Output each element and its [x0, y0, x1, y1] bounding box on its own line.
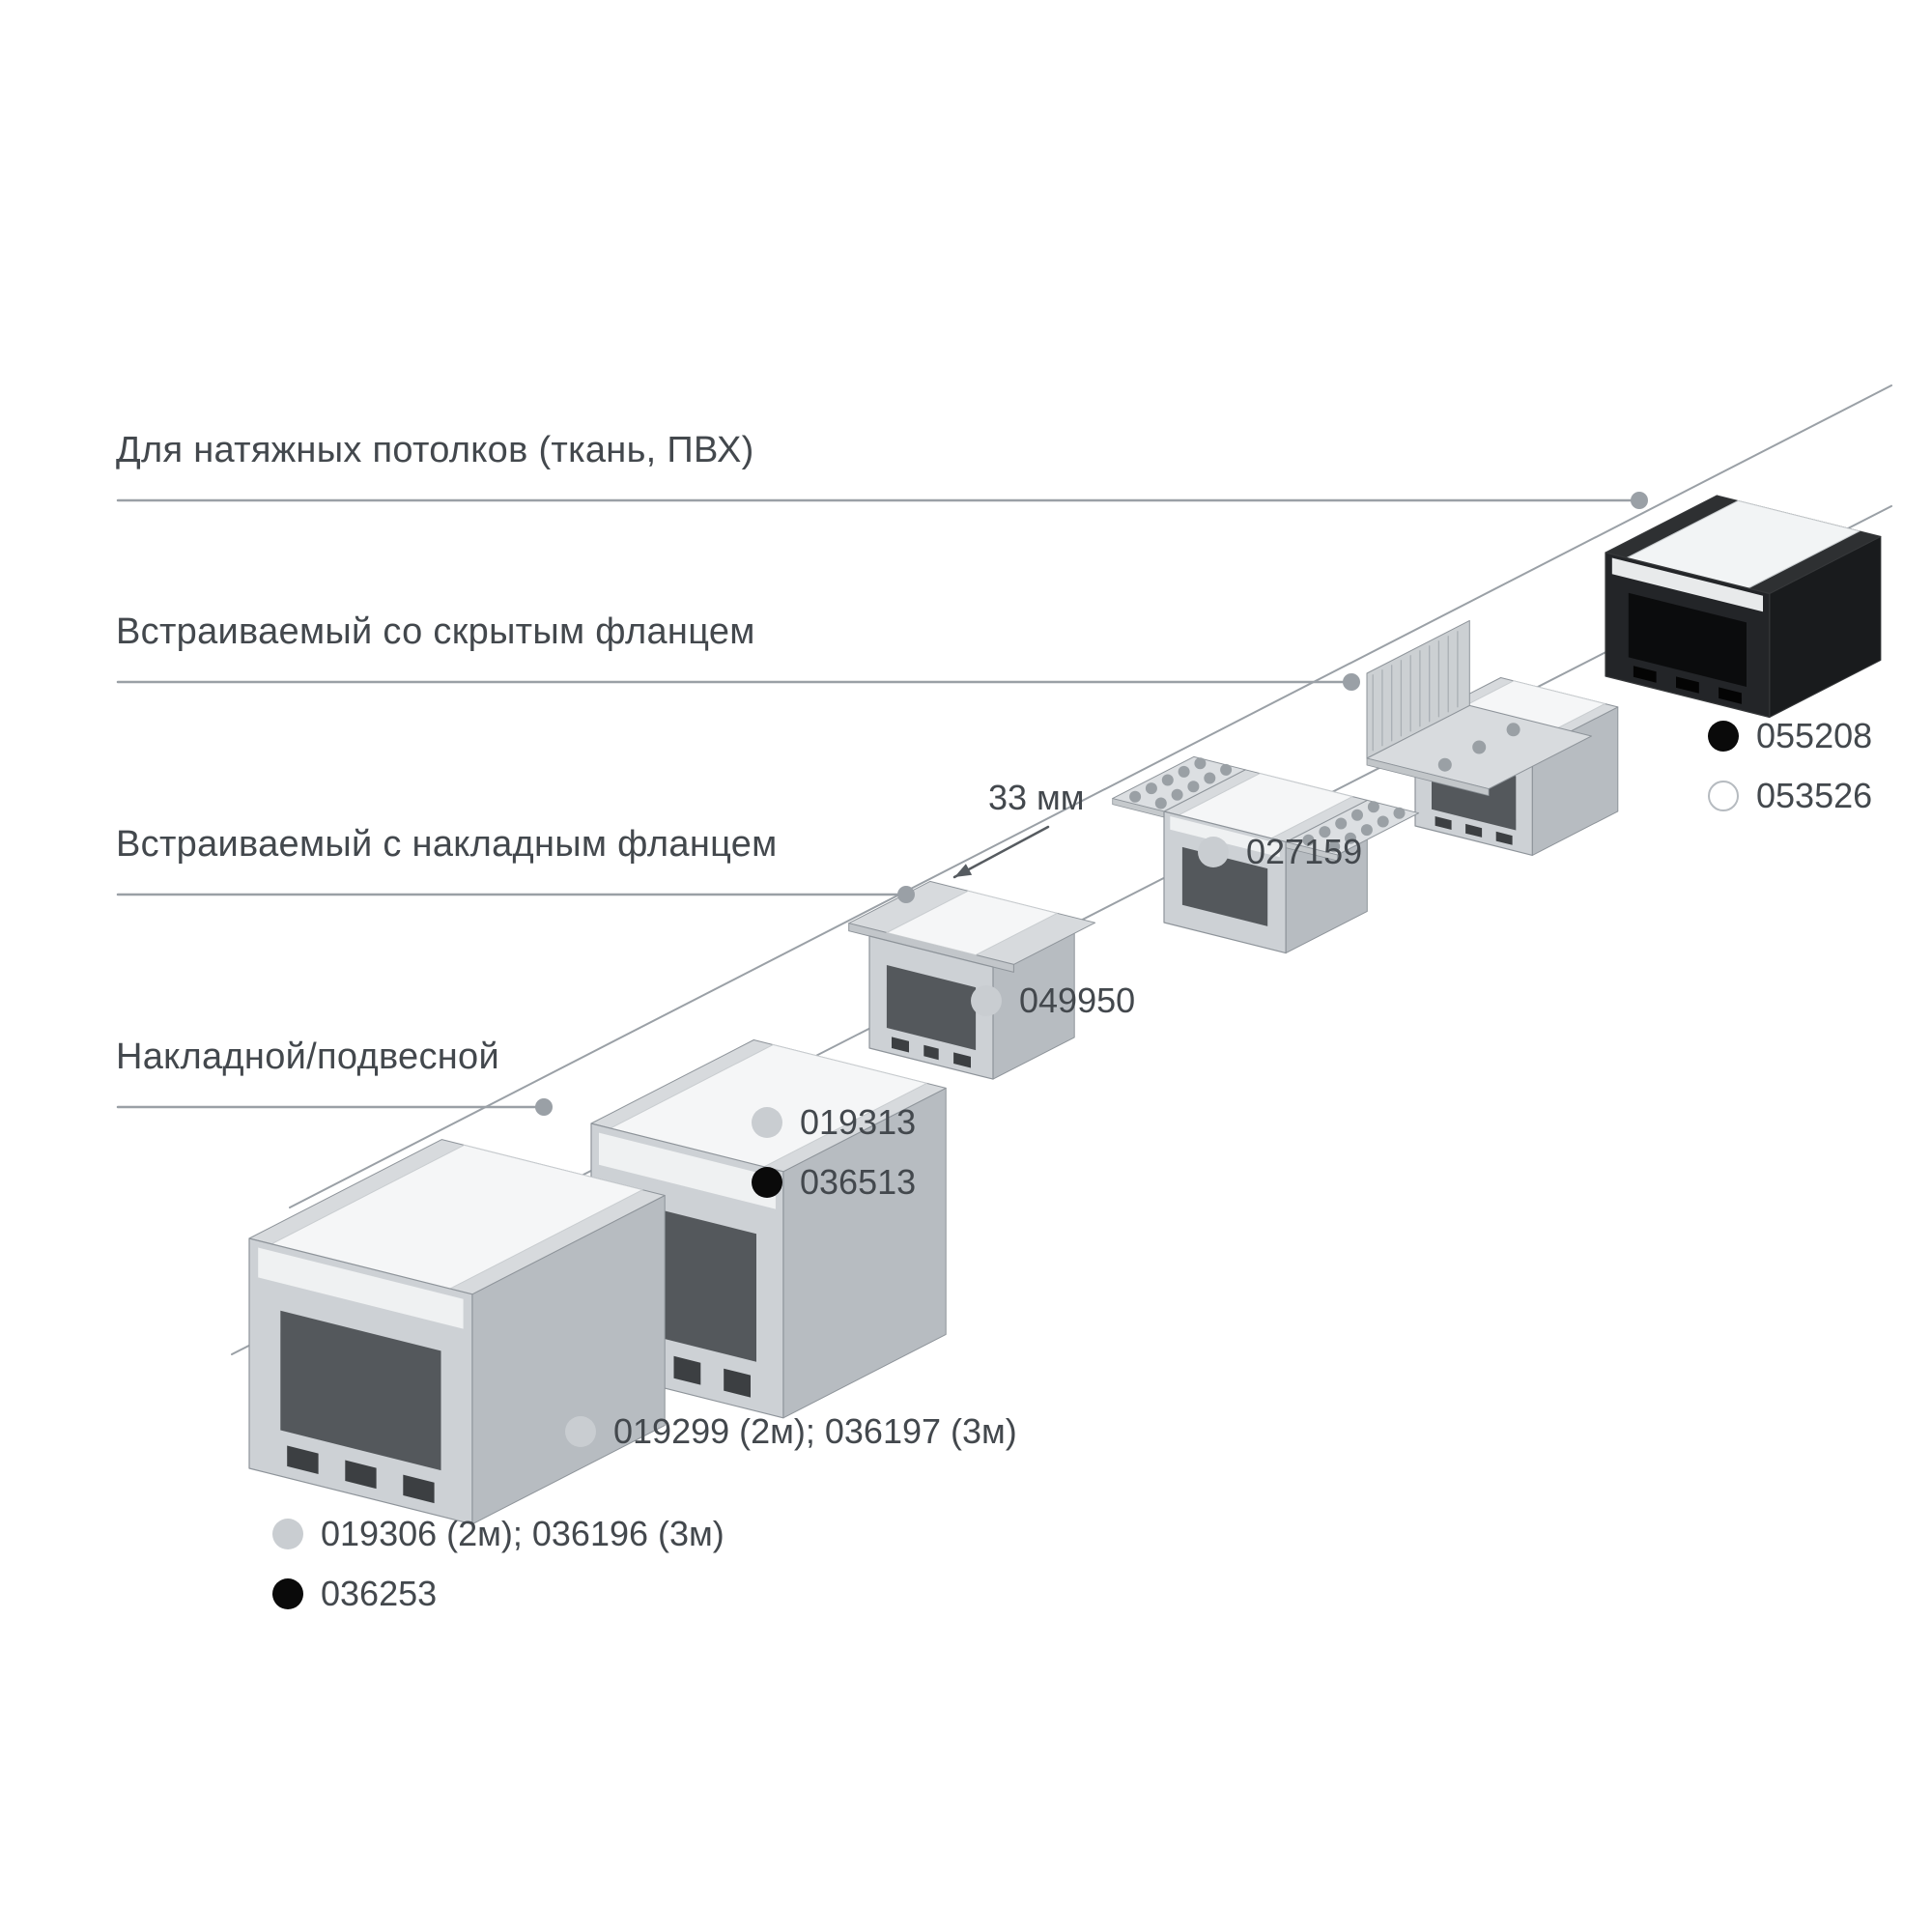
category-label-stretch-ceiling: Для натяжных потолков (ткань, ПВХ) [116, 430, 754, 470]
color-dot-gray-icon [565, 1416, 596, 1447]
color-dot-gray-icon [752, 1107, 782, 1138]
product-code-019299: 019299 (2м); 036197 (3м) [565, 1410, 1017, 1453]
product-code-055208: 055208 [1708, 715, 1872, 757]
color-dot-black-icon [272, 1578, 303, 1609]
product-code-text: 049950 [1019, 980, 1136, 1020]
profile-recessed-flange [848, 880, 1096, 1080]
product-code-text: 019299 (2м); 036197 (3м) [613, 1411, 1017, 1451]
category-label-recessed-surface-flange: Встраиваемый с накладным фланцем [116, 824, 778, 865]
product-code-text: 036513 [800, 1162, 917, 1202]
product-code-text: 027159 [1246, 832, 1363, 871]
color-dot-black-icon [1708, 721, 1739, 752]
color-dot-gray-icon [971, 985, 1002, 1016]
color-dot-black-icon [752, 1167, 782, 1198]
color-dot-gray-icon [272, 1519, 303, 1549]
profile-surface-1 [248, 1139, 666, 1525]
product-code-text: 055208 [1756, 716, 1873, 755]
product-code-text: 036253 [321, 1574, 438, 1613]
product-code-036513: 036513 [752, 1161, 916, 1204]
category-leader-lines [116, 492, 1648, 1116]
product-code-053526: 053526 [1708, 775, 1872, 817]
product-code-027159: 027159 [1198, 831, 1362, 873]
product-code-019306: 019306 (2м); 036196 (3м) [272, 1513, 724, 1555]
product-code-049950: 049950 [971, 980, 1135, 1022]
category-label-surface-suspended: Накладной/подвесной [116, 1037, 499, 1077]
product-code-036253: 036253 [272, 1573, 437, 1615]
product-code-text: 019306 (2м); 036196 (3м) [321, 1514, 724, 1553]
color-dot-gray-icon [1198, 837, 1229, 867]
color-dot-white-icon [1708, 781, 1739, 811]
product-code-text: 053526 [1756, 776, 1873, 815]
dimension-label-33mm: 33 мм [988, 778, 1085, 817]
product-code-019313: 019313 [752, 1101, 916, 1144]
dimension-arrow [952, 825, 1050, 879]
category-label-recessed-hidden-flange: Встраиваемый со скрытым фланцем [116, 611, 755, 652]
profile-surface-2 [590, 1039, 947, 1419]
profile-stretch-ceiling [1605, 495, 1882, 719]
mounting-bracket-group [1366, 619, 1619, 857]
product-code-text: 019313 [800, 1102, 917, 1142]
profile-recessed-hidden-flange [1112, 755, 1420, 954]
